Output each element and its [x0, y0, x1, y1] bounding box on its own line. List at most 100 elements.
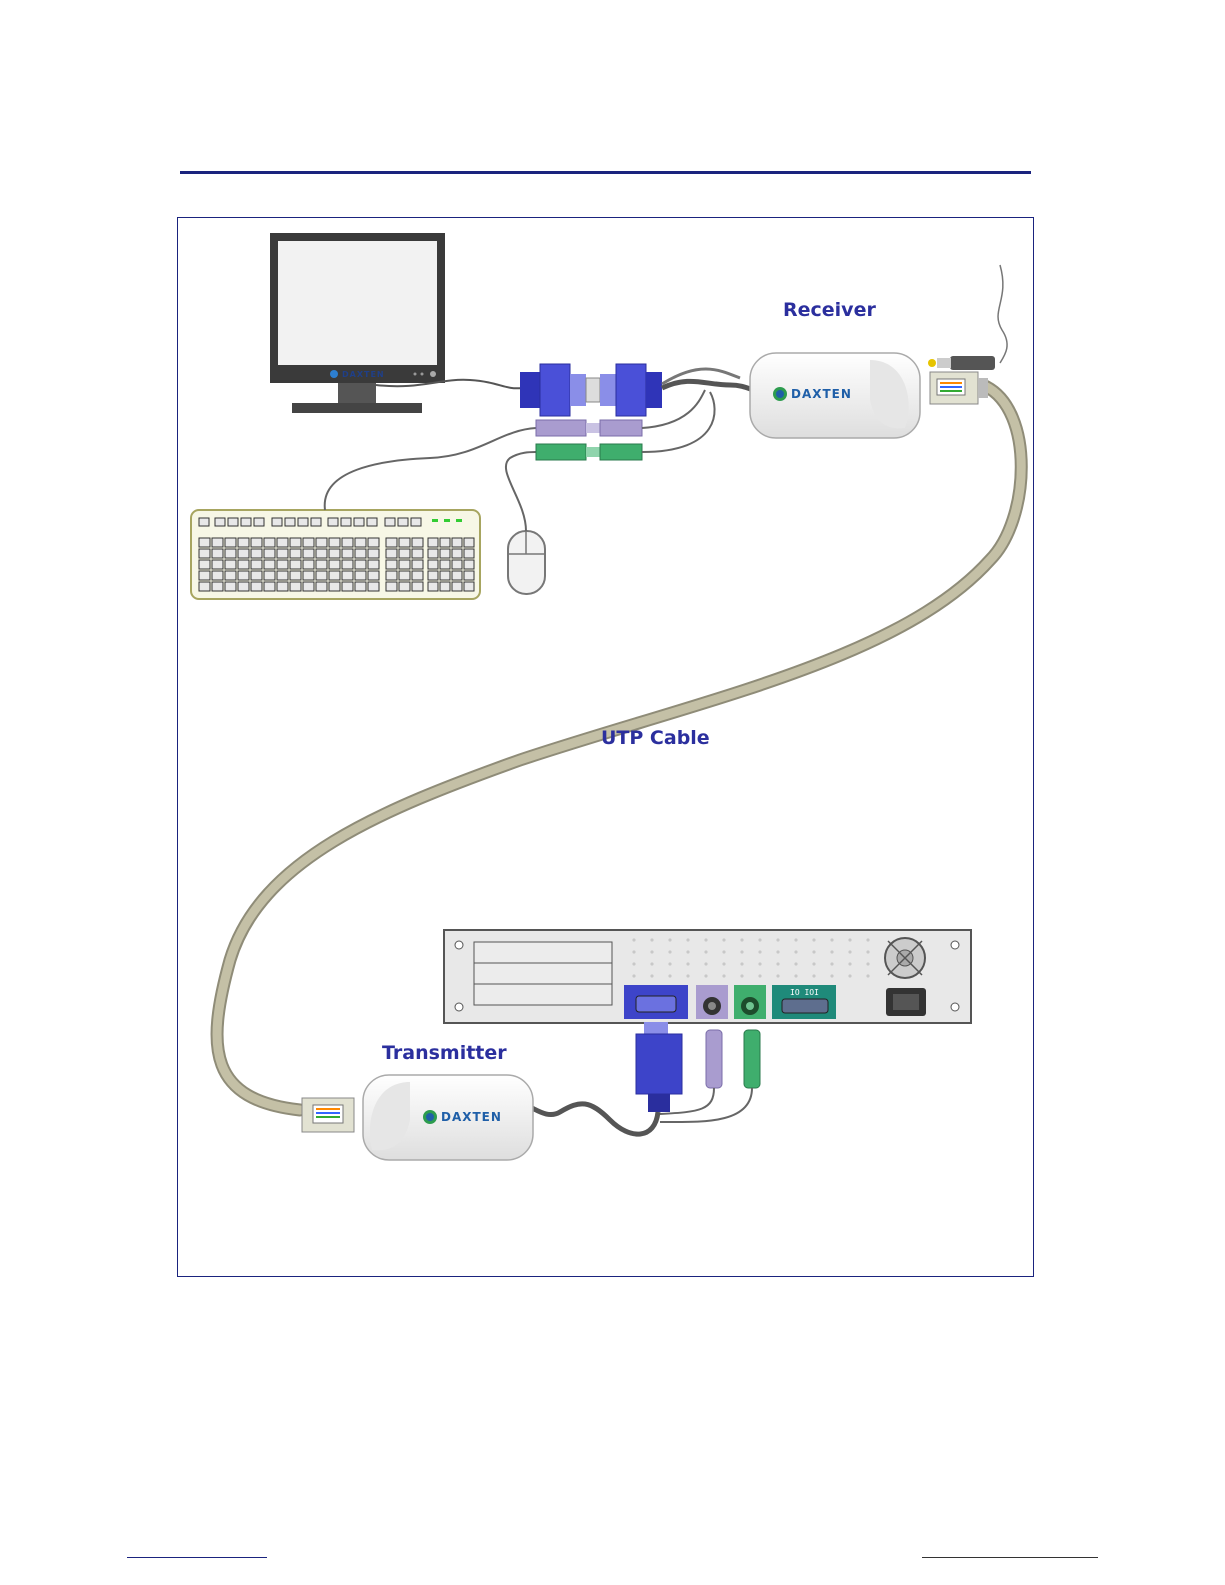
keyboard-key — [311, 518, 321, 526]
serial-port-label: IO IOI — [790, 988, 819, 997]
keyboard-key — [303, 538, 314, 547]
keyboard-key — [464, 582, 474, 591]
keyboard-key — [277, 538, 288, 547]
keyboard-key — [199, 560, 210, 569]
keyboard-key — [412, 549, 423, 558]
computer-back-panel-icon: IO IOI — [444, 930, 971, 1023]
receiver-unit-icon: DAXTEN — [750, 353, 920, 438]
power-plug-icon — [928, 265, 1007, 370]
keyboard-key — [238, 538, 249, 547]
keyboard-key — [316, 582, 327, 591]
keyboard-key — [264, 560, 275, 569]
keyboard-key — [440, 582, 450, 591]
keyboard-key — [254, 518, 264, 526]
vga-connector-icon — [520, 364, 662, 416]
ps2-mouse-port-icon — [696, 985, 728, 1019]
keyboard-key — [303, 582, 314, 591]
keyboard-key — [399, 560, 410, 569]
rj45-connector-icon — [930, 372, 988, 404]
receiver-logo: DAXTEN — [773, 387, 852, 401]
keyboard-key — [225, 538, 236, 547]
keyboard-key — [354, 518, 364, 526]
keyboard-key — [368, 582, 379, 591]
monitor-logo-text: DAXTEN — [342, 370, 385, 379]
power-socket-icon — [886, 988, 926, 1016]
keyboard-key — [452, 571, 462, 580]
serial-port-icon: IO IOI — [772, 985, 836, 1019]
keyboard-key — [399, 582, 410, 591]
keyboard-key — [386, 538, 397, 547]
keyboard-key — [316, 560, 327, 569]
keyboard-key — [440, 571, 450, 580]
keyboard-key — [399, 571, 410, 580]
keyboard-key — [199, 582, 210, 591]
keyboard-key — [251, 538, 262, 547]
keyboard-key — [251, 560, 262, 569]
keyboard-key — [428, 560, 438, 569]
keyboard-key — [452, 560, 462, 569]
keyboard-key — [303, 560, 314, 569]
keyboard-key — [428, 571, 438, 580]
keyboard-key — [290, 571, 301, 580]
keyboard-key — [303, 549, 314, 558]
keyboard-key — [464, 538, 474, 547]
keyboard-key — [290, 582, 301, 591]
keyboard-key — [285, 518, 295, 526]
keyboard-key — [241, 518, 251, 526]
keyboard-key — [303, 571, 314, 580]
keyboard-key — [225, 560, 236, 569]
keyboard-key — [386, 549, 397, 558]
keyboard-key — [412, 582, 423, 591]
keyboard-key — [386, 571, 397, 580]
keyboard-key — [355, 538, 366, 547]
fan-icon — [885, 938, 925, 978]
keyboard-key — [329, 571, 340, 580]
transmitter-input-cables — [532, 1088, 752, 1134]
keyboard-key — [355, 582, 366, 591]
keyboard-key — [411, 518, 421, 526]
keyboard-cable — [325, 428, 536, 510]
ps2-keyboard-connector-icon — [536, 444, 642, 460]
keyboard-key — [228, 518, 238, 526]
keyboard-key — [367, 518, 377, 526]
keyboard-key — [212, 549, 223, 558]
keyboard-key — [355, 549, 366, 558]
keyboard-key — [440, 549, 450, 558]
transmitter-unit-icon: DAXTEN — [363, 1075, 533, 1160]
keyboard-key — [277, 571, 288, 580]
keyboard-key — [238, 571, 249, 580]
keyboard-key — [277, 549, 288, 558]
keyboard-key — [440, 560, 450, 569]
keyboard-key — [464, 571, 474, 580]
keyboard-key — [238, 560, 249, 569]
keyboard-key — [328, 518, 338, 526]
keyboard-key — [298, 518, 308, 526]
keyboard-key — [440, 538, 450, 547]
keyboard-key — [225, 549, 236, 558]
keyboard-key — [290, 538, 301, 547]
keyboard-key — [264, 571, 275, 580]
keyboard-key — [341, 518, 351, 526]
keyboard-key — [368, 538, 379, 547]
transmitter-rj45-connector-icon — [302, 1098, 354, 1132]
keyboard-key — [290, 560, 301, 569]
monitor-icon: DAXTEN — [270, 233, 445, 413]
keyboard-key — [428, 582, 438, 591]
keyboard-key — [398, 518, 408, 526]
keyboard-key — [316, 538, 327, 547]
vga-port-icon — [624, 985, 688, 1019]
keyboard-key — [342, 560, 353, 569]
keyboard-key — [199, 518, 209, 526]
keyboard-key — [329, 538, 340, 547]
keyboard-key — [368, 549, 379, 558]
keyboard-key — [199, 571, 210, 580]
keyboard-key — [399, 538, 410, 547]
keyboard-key — [316, 549, 327, 558]
keyboard-key — [277, 582, 288, 591]
utp-cable-label: UTP Cable — [601, 727, 710, 749]
keyboard-key — [342, 571, 353, 580]
keyboard-icon — [191, 510, 480, 599]
keyboard-key — [355, 571, 366, 580]
keyboard-key — [386, 582, 397, 591]
